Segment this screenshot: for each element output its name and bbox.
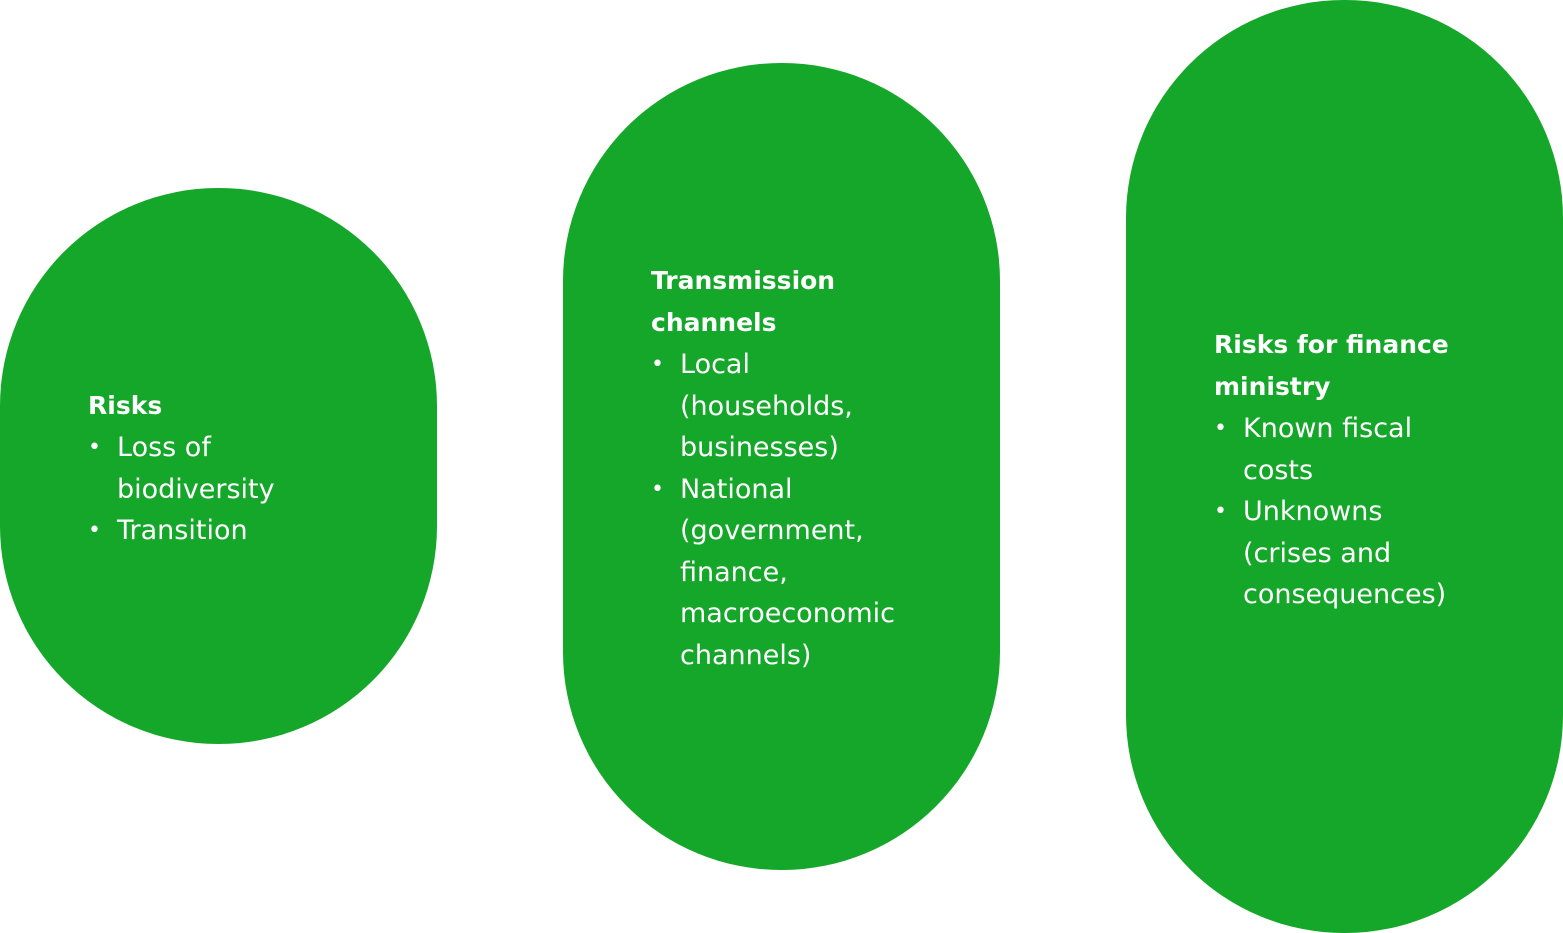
list-item-text: Unknowns (crises and consequences) bbox=[1243, 496, 1447, 610]
risks-title: Risks bbox=[88, 391, 163, 420]
bullet-icon: • bbox=[88, 518, 101, 543]
risks-pill: Risks • Loss of biodiversity • Transition bbox=[0, 188, 437, 744]
list-item: • Known fiscal costs bbox=[1214, 408, 1473, 491]
list-item-text: National (government, finance, macroecon… bbox=[680, 473, 895, 671]
finance-ministry-risks-pill: Risks for finance ministry • Known fiscal… bbox=[1126, 0, 1563, 933]
list-item: • Transition bbox=[88, 510, 347, 552]
bullet-icon: • bbox=[88, 435, 101, 460]
list-item: • National (government, finance, macroeco… bbox=[651, 469, 910, 677]
risks-content: Risks • Loss of biodiversity • Transition bbox=[88, 385, 428, 552]
list-item: • Unknowns (crises and consequences) bbox=[1214, 491, 1473, 616]
finance-ministry-risks-title: Risks for finance ministry bbox=[1214, 330, 1449, 401]
list-item-text: Transition bbox=[117, 515, 248, 546]
transmission-channels-content: Transmission channels • Local (households… bbox=[651, 260, 991, 676]
transmission-channels-title: Transmission channels bbox=[651, 266, 836, 337]
transmission-channels-list: • Local (households, businesses) • Nationa… bbox=[651, 344, 991, 676]
list-item: • Loss of biodiversity bbox=[88, 427, 347, 510]
list-item-text: Known fiscal costs bbox=[1243, 413, 1413, 486]
risks-list: • Loss of biodiversity • Transition bbox=[88, 427, 428, 552]
bullet-icon: • bbox=[651, 476, 664, 502]
list-item: • Local (households, businesses) bbox=[651, 344, 910, 469]
bullet-icon: • bbox=[651, 352, 664, 377]
bullet-icon: • bbox=[1214, 499, 1227, 524]
bullet-icon: • bbox=[1214, 416, 1227, 441]
finance-ministry-risks-list: • Known fiscal costs • Unknowns (crises an… bbox=[1214, 408, 1554, 616]
list-item-text: Loss of biodiversity bbox=[117, 432, 275, 505]
list-item-text: Local (households, businesses) bbox=[680, 349, 853, 463]
transmission-channels-pill: Transmission channels • Local (households… bbox=[563, 63, 1000, 870]
finance-ministry-risks-content: Risks for finance ministry • Known fiscal… bbox=[1214, 324, 1554, 616]
